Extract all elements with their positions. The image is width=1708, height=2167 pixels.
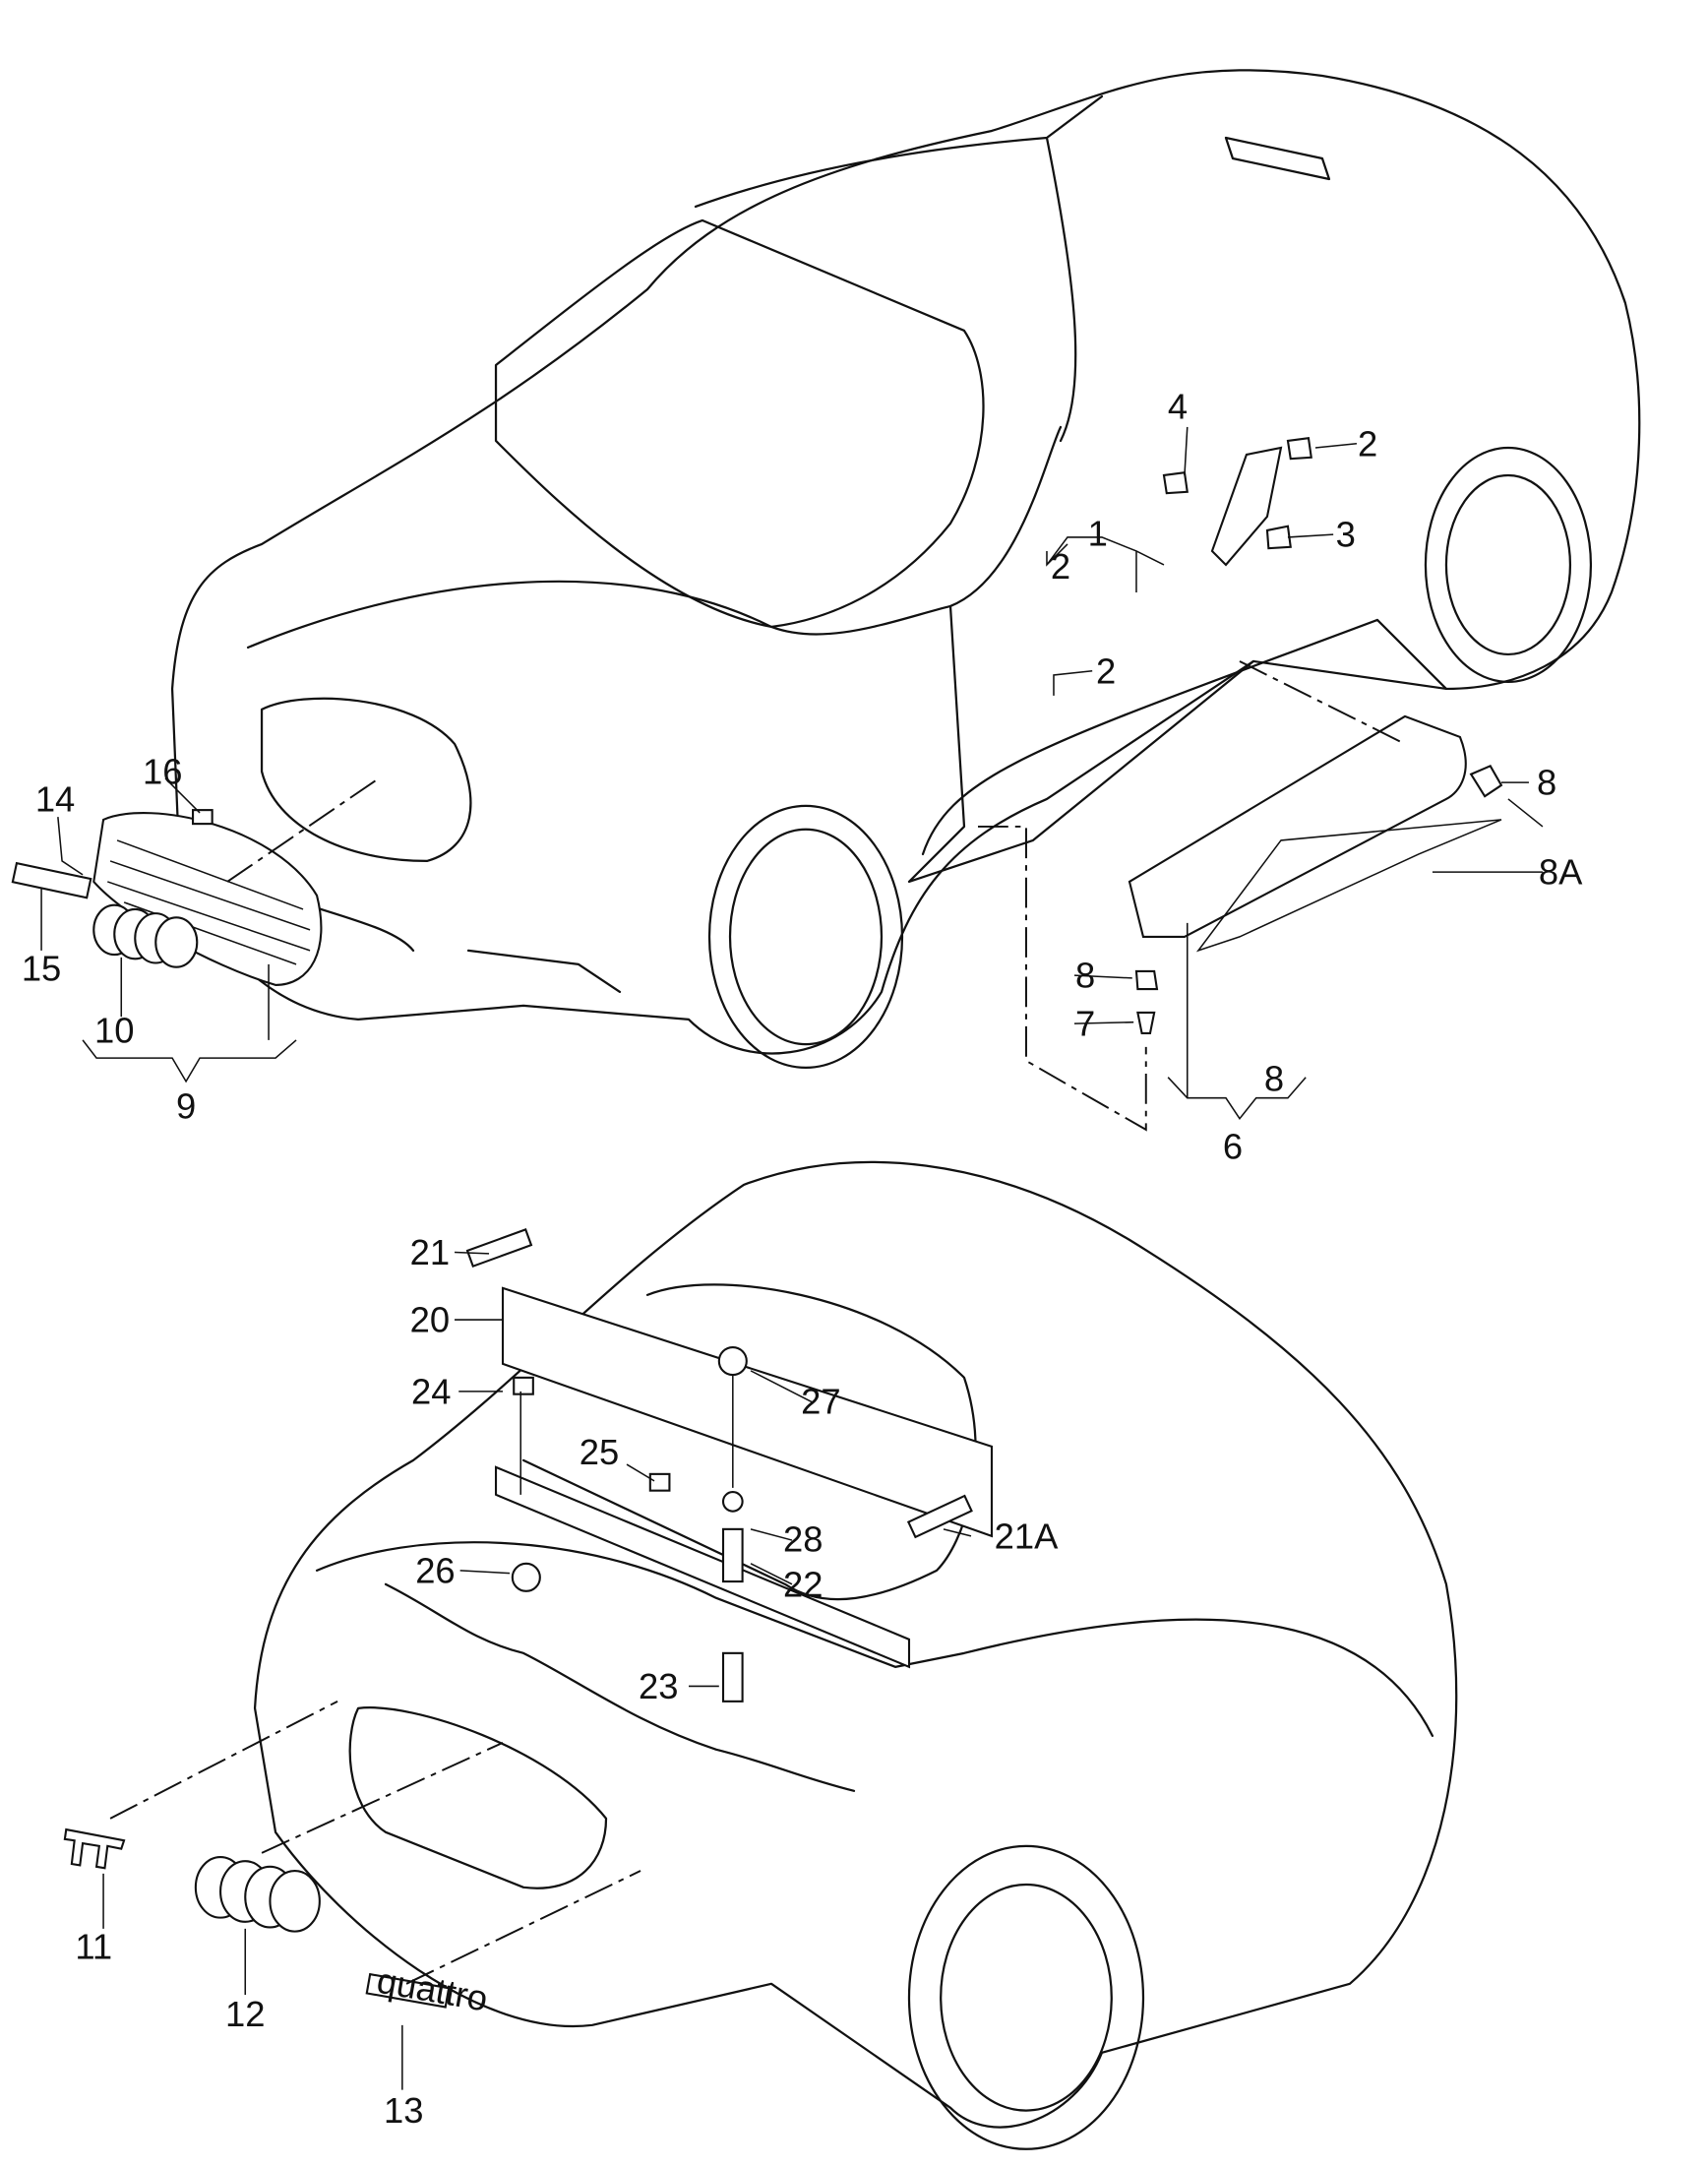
callout-16: 16 — [143, 752, 182, 792]
callout-7: 7 — [1075, 1004, 1095, 1044]
front-grille — [11, 809, 323, 986]
quattro-badge-text: quattro — [374, 1960, 491, 2019]
callout-27: 27 — [801, 1381, 840, 1421]
callout-9: 9 — [176, 1086, 196, 1127]
callout-2: 2 — [1051, 546, 1070, 587]
callout-11: 11 — [75, 1927, 112, 1967]
sill-panel — [1128, 436, 1503, 1034]
leader-lines — [40, 426, 1544, 2090]
callout-6: 6 — [1223, 1126, 1243, 1166]
callout-22: 22 — [783, 1564, 823, 1604]
callout-23: 23 — [639, 1666, 678, 1706]
callout-28: 28 — [783, 1518, 823, 1559]
callout-25: 25 — [580, 1432, 619, 1472]
callout-14: 14 — [35, 779, 75, 820]
callout-8: 8 — [1264, 1059, 1284, 1099]
callout-4: 4 — [1168, 387, 1188, 427]
callout-21A: 21A — [995, 1516, 1059, 1556]
callout-26: 26 — [415, 1550, 455, 1590]
car-rear-view: quattro — [63, 1160, 1458, 2150]
callout-2: 2 — [1096, 650, 1116, 691]
callout-10: 10 — [94, 1011, 134, 1051]
callout-8: 8 — [1075, 956, 1095, 996]
callout-8: 8 — [1537, 763, 1556, 803]
callout-2: 2 — [1358, 423, 1377, 464]
car-front-view — [170, 69, 1641, 1070]
callout-1: 1 — [1088, 513, 1108, 553]
callout-24: 24 — [411, 1371, 451, 1411]
callout-21: 21 — [410, 1232, 450, 1272]
callout-13: 13 — [384, 2090, 423, 2131]
callout-8A: 8A — [1539, 852, 1583, 893]
callout-20: 20 — [410, 1300, 450, 1340]
callout-12: 12 — [225, 1994, 265, 2034]
callout-3: 3 — [1336, 515, 1356, 555]
callout-15: 15 — [22, 949, 61, 989]
